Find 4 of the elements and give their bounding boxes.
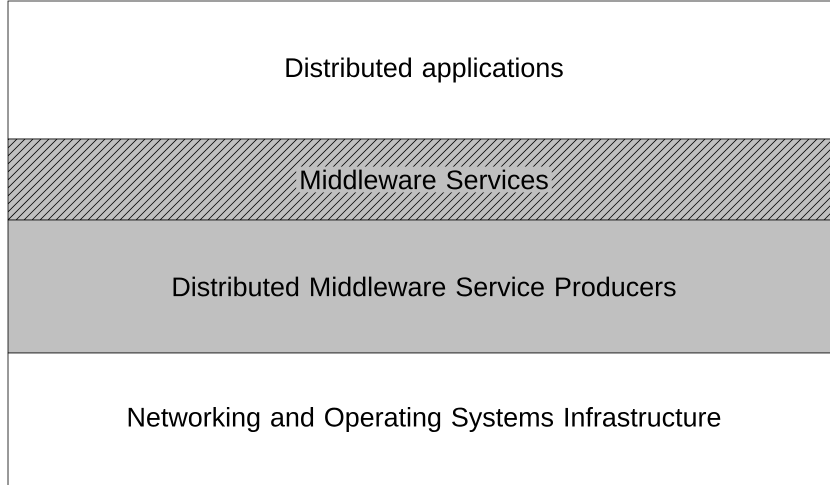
hatched-band: Middleware Services bbox=[8, 138, 830, 220]
layer-band: Distributed applications bbox=[8, 0, 830, 140]
layer-band: Distributed Middleware Service Producers bbox=[8, 220, 830, 354]
layer-band: Networking and Operating Systems Infrastructure bbox=[8, 352, 830, 485]
